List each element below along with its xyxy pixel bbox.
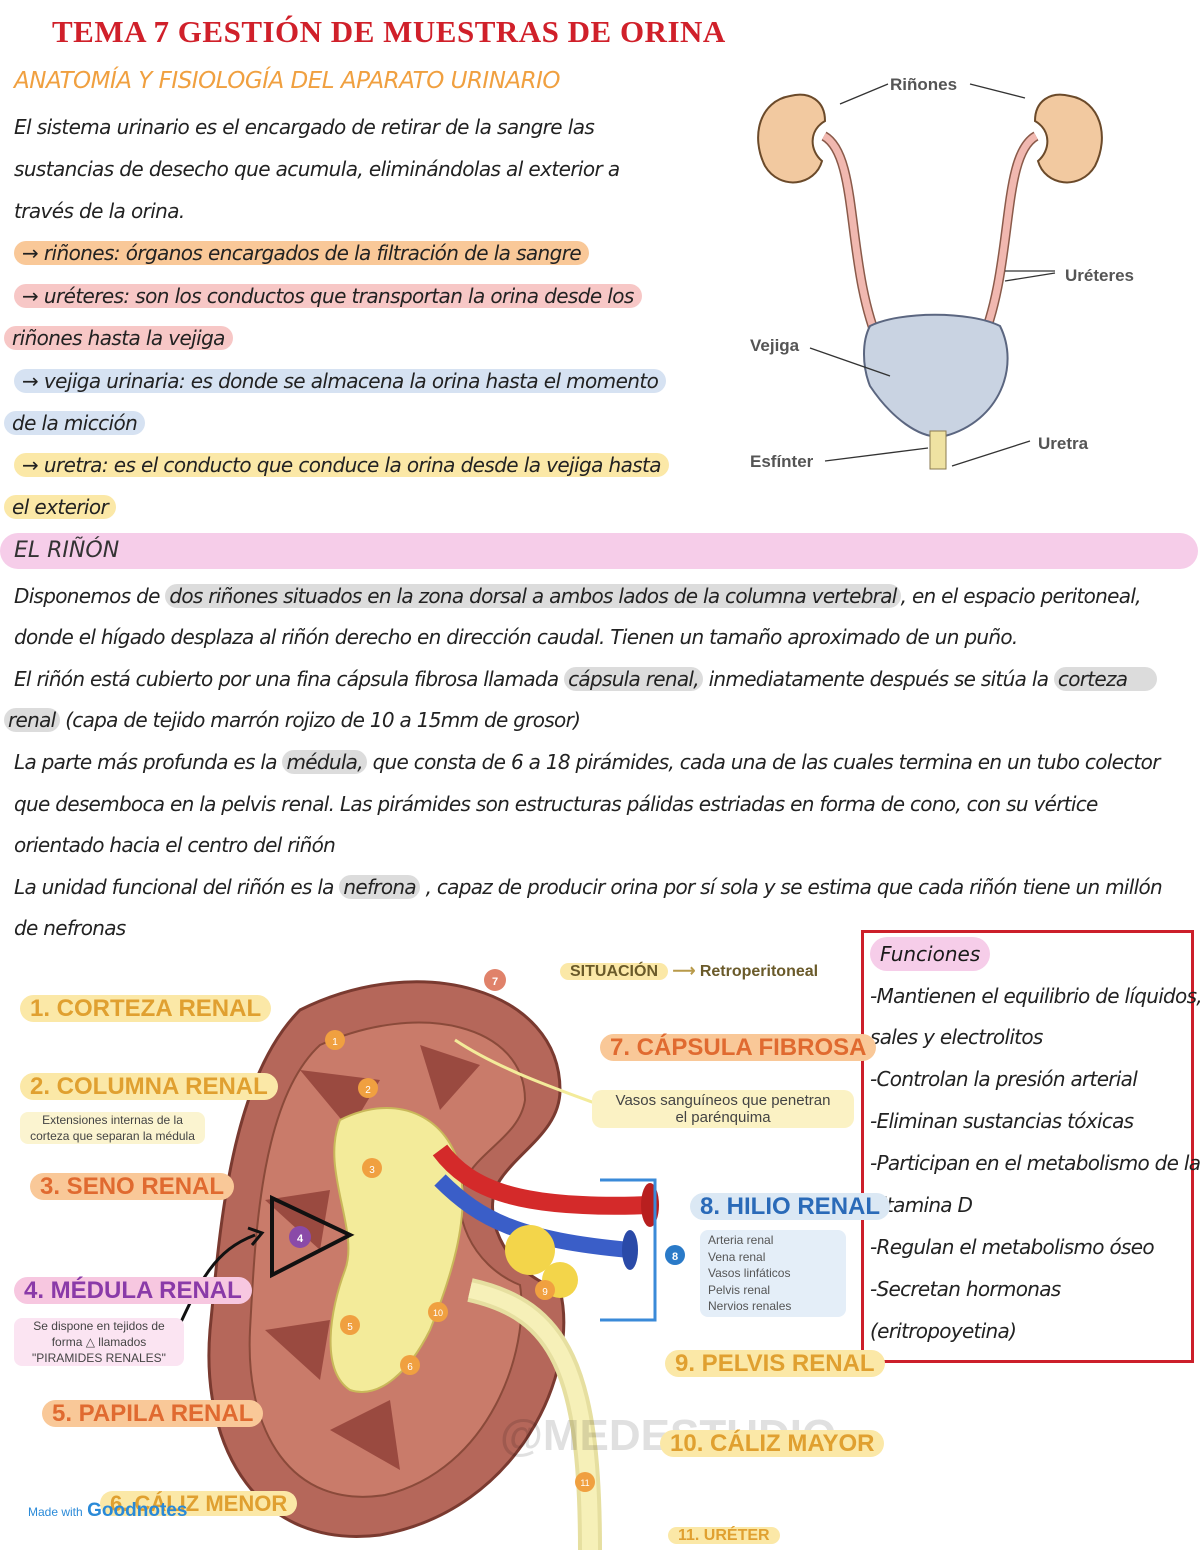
svg-text:5: 5 [347, 1322, 353, 1333]
label-kidneys: Riñones [890, 75, 957, 94]
kidney-p4-line2: de nefronas [14, 916, 126, 940]
kidney-p2-line1: El riñón está cubierto por una fina cáps… [14, 661, 1158, 697]
section-bar [0, 533, 1198, 569]
svg-text:7: 7 [492, 976, 498, 988]
label-medula-renal: 4. MÉDULA RENAL [14, 1272, 252, 1310]
organ-ureters-2: riñones hasta la vejiga [4, 321, 233, 355]
function-item-3: -Controlan la presión arterial [870, 1067, 1138, 1091]
page-title: TEMA 7 GESTIÓN DE MUESTRAS DE ORINA [52, 14, 726, 49]
svg-text:3: 3 [369, 1165, 375, 1176]
functions-box [861, 930, 1194, 1363]
kidney-p4-line1: La unidad funcional del riñón es la nefr… [14, 875, 1163, 899]
function-item-7: -Regulan el metabolismo óseo [870, 1235, 1155, 1259]
label-pelvis-renal: 9. PELVIS RENAL [665, 1345, 885, 1383]
left-kidney-icon [757, 93, 827, 184]
label-sphincter: Esfínter [750, 452, 814, 471]
svg-text:8: 8 [672, 1251, 678, 1263]
function-item-5: -Participan en el metabolismo de la [870, 1151, 1200, 1175]
label-ureter: 11. URÉTER [668, 1524, 780, 1548]
right-kidney-icon [1033, 93, 1103, 184]
svg-text:2: 2 [365, 1085, 371, 1096]
hilio-item: Arteria renal [708, 1233, 774, 1247]
label-hilio-renal: 8. HILIO RENAL [690, 1188, 891, 1226]
svg-text:10: 10 [433, 1308, 443, 1318]
organ-urethra-2: el exterior [4, 490, 117, 524]
label-caliz-mayor: 10. CÁLIZ MAYOR [660, 1425, 885, 1463]
label-capsula-fibrosa: 7. CÁPSULA FIBROSA [600, 1028, 877, 1068]
urinary-system-diagram: Riñones Uréteres Vejiga Uretra Esfínter [750, 75, 1134, 471]
organ-bladder-2: de la micción [4, 406, 146, 440]
functions-title: Funciones [870, 937, 991, 971]
organ-kidneys: → riñones: órganos encargados de la filt… [14, 236, 590, 270]
function-item-2: sales y electrolitos [870, 1025, 1043, 1049]
hilio-item: Vasos linfáticos [708, 1266, 791, 1280]
svg-text:6: 6 [407, 1362, 413, 1373]
kidney-p3-line2: que desemboca en la pelvis renal. Las pi… [14, 792, 1098, 816]
section-title-kidney: EL RIÑÓN [14, 538, 120, 563]
label-caliz-menor: 6. CÁLIZ MENOR [100, 1487, 298, 1521]
kidney-p3-line3: orientado hacia el centro del riñón [14, 833, 336, 857]
function-item-1: -Mantienen el equilibrio de líquidos, [870, 984, 1200, 1008]
intro-line-2: sustancias de desecho que acumula, elimi… [14, 157, 620, 181]
label-ureters: Uréteres [1065, 266, 1134, 285]
pyramid-triangle-icon [270, 1194, 355, 1279]
label-columna-renal: 2. COLUMNA RENAL [20, 1068, 278, 1106]
svg-text:1: 1 [332, 1037, 338, 1048]
organ-bladder-1: → vejiga urinaria: es donde se almacena … [14, 364, 667, 398]
label-seno-renal: 3. SENO RENAL [30, 1168, 235, 1206]
label-bladder: Vejiga [750, 336, 800, 355]
hilio-item: Vena renal [708, 1249, 766, 1264]
kidney-p1-line2: donde el hígado desplaza al riñón derech… [14, 625, 1018, 649]
label-corteza-renal: 1. CORTEZA RENAL [20, 990, 272, 1028]
kidney-p1-line1: Disponemos de dos riñones situados en la… [14, 584, 1142, 608]
svg-text:4: 4 [297, 1233, 304, 1245]
organ-ureters-1: → uréteres: son los conductos que transp… [14, 279, 642, 313]
situation-label: SITUACIÓN ⟶ Retroperitoneal [560, 955, 818, 989]
made-with-goodnotes-badge: Made with Goodnotes [28, 1500, 188, 1521]
svg-text:9: 9 [542, 1287, 548, 1298]
function-item-8: -Secretan hormonas [870, 1277, 1061, 1301]
hilio-item: Pelvis renal [708, 1282, 771, 1297]
organ-urethra-1: → uretra: es el conducto que conduce la … [14, 448, 669, 482]
bladder-icon [863, 313, 1009, 438]
label-urethra: Uretra [1038, 434, 1089, 453]
function-item-9: (eritropoyetina) [870, 1319, 1017, 1343]
kidney-p3-line1: La parte más profunda es la médula, que … [14, 750, 1160, 774]
kidney-p2-line2: renal (capa de tejido marrón rojizo de 1… [4, 702, 581, 738]
intro-line-1: El sistema urinario es el encargado de r… [14, 115, 595, 139]
section-subtitle: ANATOMÍA Y FISIOLOGÍA DEL APARATO URINAR… [14, 68, 561, 94]
intro-line-3: través de la orina. [14, 199, 185, 223]
svg-text:11: 11 [580, 1478, 589, 1488]
label-papila-renal: 5. PAPILA RENAL [42, 1395, 264, 1433]
kidney-anatomy-diagram: 8 7 4 1 2 3 5 6 9 10 11 @MEDESTUDIO_ [173, 969, 860, 1550]
hilio-items-list: Arteria renal Vena renal Vasos linfático… [700, 1230, 846, 1317]
function-item-4: -Eliminan sustancias tóxicas [870, 1109, 1134, 1133]
hilio-item: Nervios renales [708, 1299, 792, 1313]
